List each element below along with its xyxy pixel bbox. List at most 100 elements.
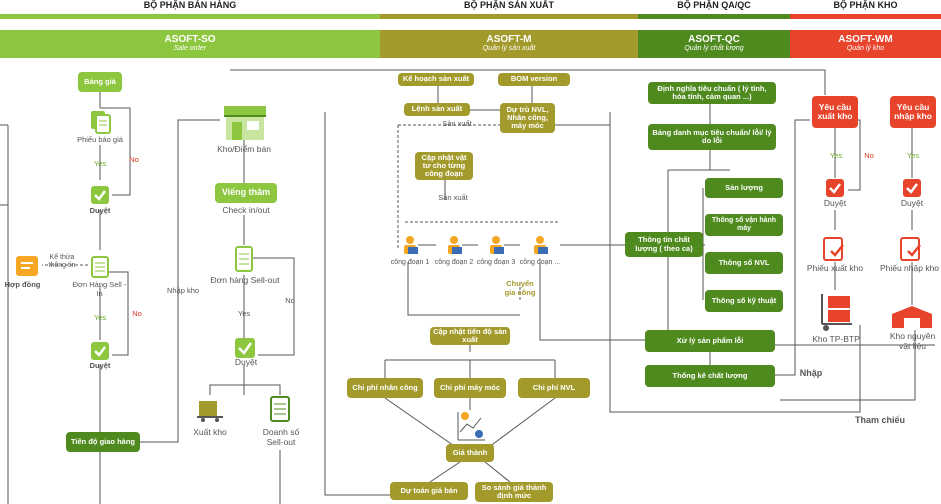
dept-production-title: BỘ PHẬN SẢN XUẤT [463, 0, 554, 10]
module-qc-sub: Quản lý chất lượng [684, 45, 744, 52]
dept-qa-title: BỘ PHẬN QA/QC [677, 0, 751, 10]
module-m-header: ASOFT-M Quản lý sản xuất [380, 30, 638, 58]
contract-icon [14, 254, 42, 283]
production-label-2: Sản xuất [438, 193, 468, 202]
approve-label-b: Duyệt [900, 198, 924, 208]
store-label: Kho/Điểm bán [217, 144, 271, 154]
yes-label-a: Yes [829, 151, 843, 160]
approve-label-1: Duyệt [89, 206, 111, 215]
quote-label: Phiếu báo giá [77, 135, 123, 144]
worker-icon-2 [444, 234, 464, 261]
machine-cost-box[interactable]: Chi phí máy móc [434, 378, 506, 398]
standard-cost-comparison-box[interactable]: So sánh giá thành định mức [475, 482, 553, 502]
approve-check-icon-1 [91, 186, 109, 209]
dept-sales-bar [0, 14, 380, 19]
module-wm-header: ASOFT-WM Quản lý kho [790, 30, 941, 58]
import-label: Nhập [799, 368, 823, 378]
raw-material-warehouse-label: Kho nguyên vật liệu [889, 331, 936, 351]
module-so-title: ASOFT-SO [164, 34, 216, 45]
export-label: Xuất kho [193, 427, 227, 437]
dept-qa-bar [638, 14, 790, 19]
cost-price-box[interactable]: Giá thành [446, 444, 494, 462]
import-request-box[interactable]: Yêu cầu nhập kho [890, 96, 936, 128]
production-label-1: Sản xuất [442, 119, 472, 128]
approve-label-a: Duyệt [823, 198, 847, 208]
module-so-header: ASOFT-SO Sale order [0, 30, 380, 58]
material-update-box[interactable]: Cập nhật vật tư cho từng công đoạn [415, 152, 473, 180]
yes-label-1: Yes [93, 159, 107, 168]
yes-label-2: Yes [93, 313, 107, 322]
quote-document-icon [89, 108, 113, 139]
sell-in-order-icon [91, 256, 109, 283]
machine-params-box[interactable]: Thông số vận hành máy [705, 214, 783, 236]
material-params-box[interactable]: Thông số NVL [705, 252, 783, 274]
stage-label-3: công đoạn 3 [476, 259, 516, 266]
module-wm-title: ASOFT-WM [838, 34, 893, 45]
worker-icon-4 [530, 234, 550, 261]
sell-in-order-label: Đơn Hàng Sell - In [72, 280, 127, 298]
production-plan-box[interactable]: Kế hoạch sản xuất [398, 73, 474, 86]
no-label-3: No [285, 296, 295, 305]
sales-report-icon [270, 396, 290, 427]
module-m-sub: Quản lý sản xuất [482, 45, 536, 52]
quality-statistics-box[interactable]: Thống kê chất lượng [645, 365, 775, 387]
no-label-2: No [132, 309, 142, 318]
bom-version-box[interactable]: BOM version [498, 73, 570, 86]
visit-box[interactable]: Viếng thăm [215, 183, 277, 203]
raw-material-warehouse-icon [890, 304, 934, 335]
dept-warehouse-bar [790, 14, 941, 19]
no-label-a: No [864, 151, 874, 160]
delivery-progress-box[interactable]: Tiến độ giao hàng [66, 432, 140, 452]
approve-check-icon-3 [235, 338, 255, 363]
standard-catalog-box[interactable]: Bảng danh mục tiêu chuẩn/ lỗi/ lý do lỗi [648, 124, 776, 150]
contract-label: Hợp đồng [4, 280, 41, 289]
finished-goods-warehouse-label: Kho TP-BTP [812, 334, 860, 344]
approve-check-icon-a [826, 179, 844, 202]
standard-definition-box[interactable]: Định nghĩa tiêu chuẩn ( lý tính, hóa tín… [648, 82, 776, 104]
price-estimate-box[interactable]: Dự toán giá bán [390, 482, 468, 500]
worker-icon-1 [400, 234, 420, 261]
import-slip-label: Phiếu nhập kho [879, 264, 940, 273]
stage-label-4: công đoạn ... [519, 259, 561, 266]
dept-production-bar [380, 14, 638, 19]
price-list-box[interactable]: Bảng giá [78, 72, 122, 92]
finished-goods-warehouse-icon [814, 292, 856, 337]
production-order-box[interactable]: Lệnh sản xuất [404, 103, 470, 116]
inherit-info-label: Kế thừa thông tin [48, 254, 76, 270]
cost-chart-icon [455, 410, 487, 447]
stage-label-2: công đoạn 2 [434, 259, 474, 266]
no-label-1: No [129, 155, 139, 164]
module-so-sub: Sale order [173, 45, 207, 52]
dept-sales-title: BỘ PHẬN BÁN HÀNG [143, 0, 237, 10]
output-volume-box[interactable]: Sản lượng [705, 178, 783, 198]
outsource-label: Chuyển gia công [504, 279, 536, 297]
dept-warehouse-title: BỘ PHẬN KHO [833, 0, 898, 10]
labor-cost-box[interactable]: Chi phí nhân công [347, 378, 423, 398]
yes-label-3: Yes [237, 309, 251, 318]
warehouse-in-label: Nhập kho [166, 286, 200, 295]
approve-check-icon-b [903, 179, 921, 202]
resource-forecast-box[interactable]: Dự trù NVL, Nhân công, máy móc [500, 103, 555, 133]
module-qc-header: ASOFT-QC Quản lý chất lượng [638, 30, 790, 58]
sell-out-revenue-label: Doanh số Sell-out [262, 427, 300, 447]
reference-label: Tham chiếu [854, 415, 905, 425]
stage-label-1: công đoạn 1 [390, 259, 430, 266]
check-in-out-label: Check in/out [222, 205, 270, 215]
approve-label-2: Duyệt [89, 361, 111, 370]
module-qc-title: ASOFT-QC [688, 34, 740, 45]
sell-out-order-label: Đơn hàng Sell-out [210, 275, 280, 285]
progress-update-box[interactable]: Cập nhật tiến độ sản xuất [430, 327, 510, 345]
approve-label-3: Duyệt [234, 357, 258, 367]
export-slip-icon [823, 235, 847, 268]
module-m-title: ASOFT-M [486, 34, 532, 45]
material-cost-box[interactable]: Chi phí NVL [518, 378, 590, 398]
technical-params-box[interactable]: Thông số kỹ thuật [705, 290, 783, 312]
sell-out-order-icon [235, 246, 253, 277]
export-request-box[interactable]: Yêu cầu xuất kho [812, 96, 858, 128]
worker-icon-3 [486, 234, 506, 261]
store-icon [222, 104, 268, 147]
quality-info-box[interactable]: Thông tin chất lượng ( theo ca) [625, 232, 703, 257]
defect-handling-box[interactable]: Xử lý sản phẩm lỗi [645, 330, 775, 352]
yes-label-b: Yes [906, 151, 920, 160]
